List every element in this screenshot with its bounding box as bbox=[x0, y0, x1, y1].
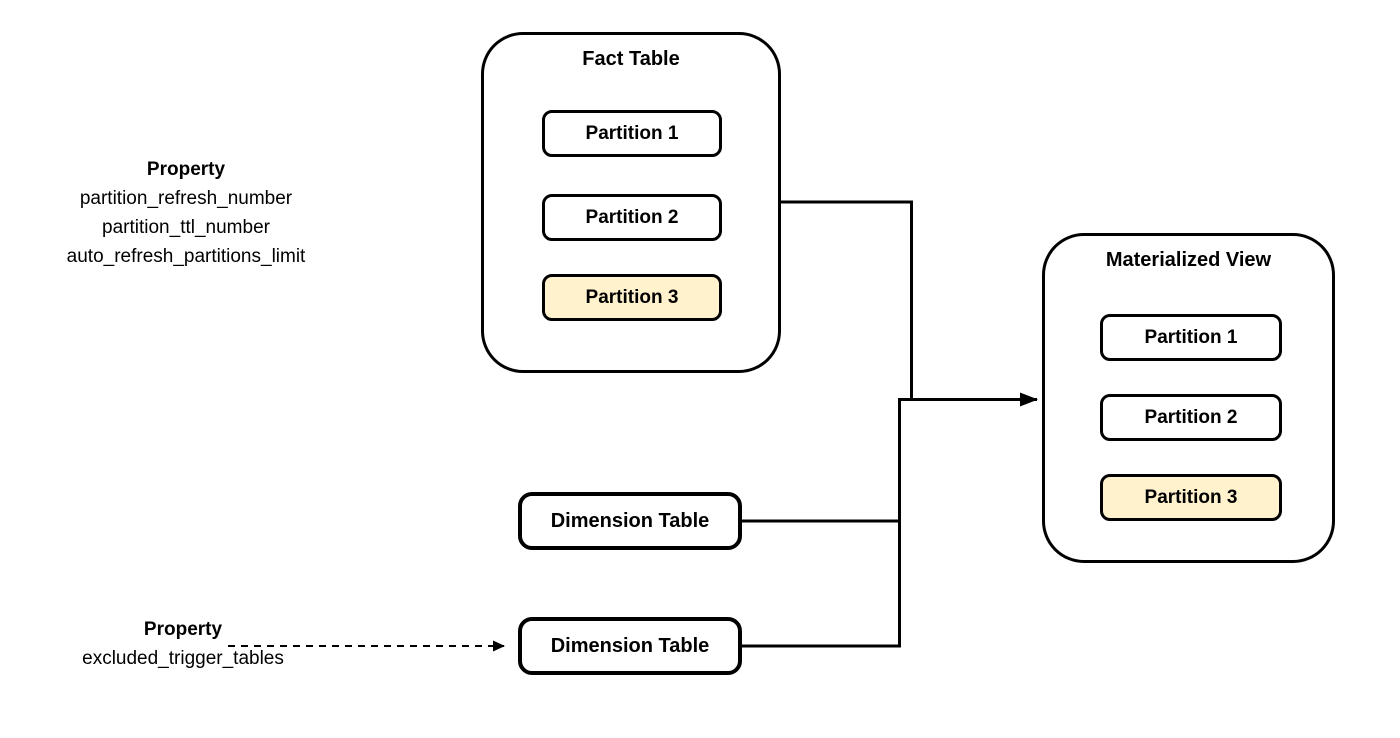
mv-partition-1: Partition 1 bbox=[1100, 314, 1282, 361]
property-note-refresh-title: Property bbox=[146, 159, 226, 180]
property-note-excluded-trigger: Property excluded_trigger_tables bbox=[33, 615, 333, 673]
materialized-view-title: Materialized View bbox=[1105, 249, 1272, 271]
property-line-partition-refresh-number: partition_refresh_number bbox=[79, 188, 293, 209]
materialized-view-container: Materialized View Partition 1 Partition … bbox=[1042, 233, 1335, 563]
property-line-excluded-trigger-tables: excluded_trigger_tables bbox=[82, 648, 284, 669]
property-line-partition-ttl-number: partition_ttl_number bbox=[102, 217, 270, 238]
fact-table-container: Fact Table Partition 1 Partition 2 Parti… bbox=[481, 32, 781, 373]
fact-table-title: Fact Table bbox=[582, 48, 680, 70]
mv-partition-3: Partition 3 bbox=[1100, 474, 1282, 521]
dimension-table-1: Dimension Table bbox=[518, 492, 742, 550]
fact-partition-3: Partition 3 bbox=[542, 274, 722, 321]
connector-dimension2-to-junction bbox=[742, 398, 901, 648]
connector-fact-to-junction bbox=[781, 200, 913, 400]
fact-partition-2: Partition 2 bbox=[542, 194, 722, 241]
property-note-excluded-title: Property bbox=[143, 619, 223, 640]
mv-partition-2: Partition 2 bbox=[1100, 394, 1282, 441]
fact-partition-1: Partition 1 bbox=[542, 110, 722, 157]
property-line-auto-refresh-partitions-limit: auto_refresh_partitions_limit bbox=[66, 246, 306, 267]
dimension-table-2: Dimension Table bbox=[518, 617, 742, 675]
property-note-refresh: Property partition_refresh_number partit… bbox=[26, 155, 346, 271]
